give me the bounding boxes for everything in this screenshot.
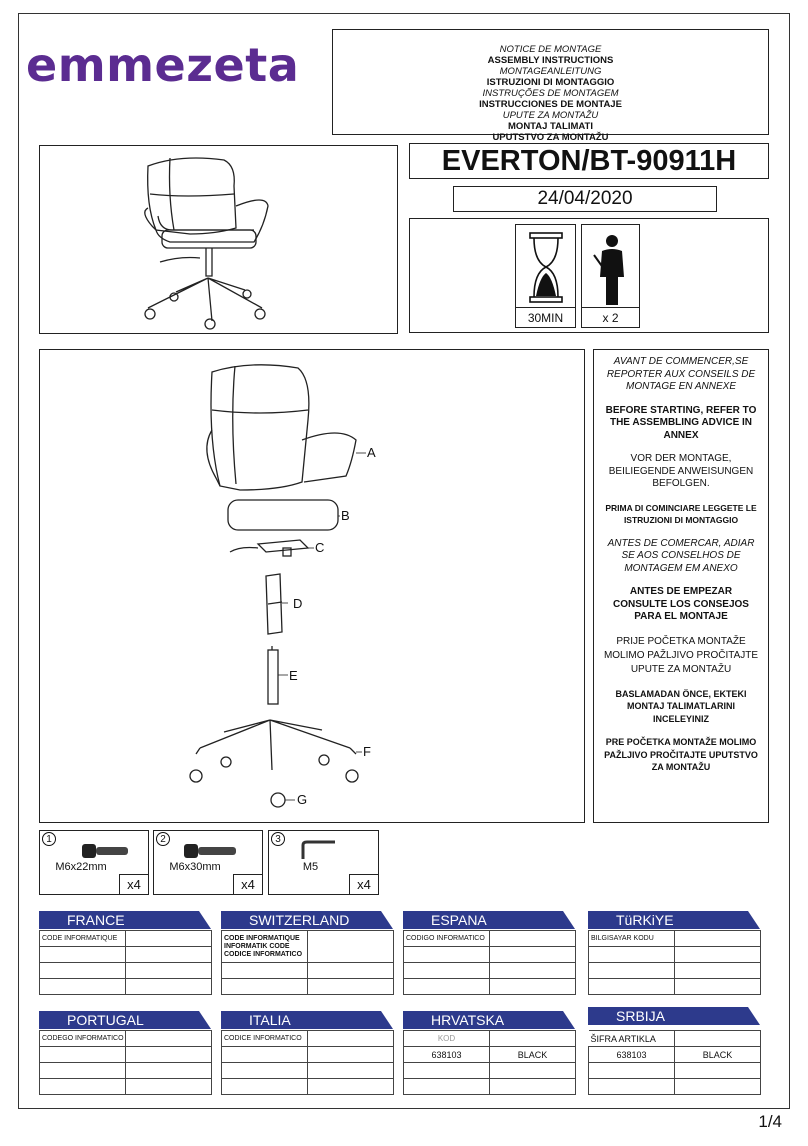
advice-en: BEFORE STARTING, REFER TO THE ASSEMBLING…	[605, 404, 757, 441]
hardware-quantity: x4	[119, 874, 148, 894]
exploded-chair-diagram	[189, 364, 366, 808]
hardware-item-1: 1 M6x22mm x4	[39, 830, 149, 895]
advice-hr: PRIJE POČETKA MONTAŽE MOLIMO PAŽLJIVO PR…	[603, 635, 759, 675]
country-tab: SWITZERLAND	[221, 911, 393, 929]
country-espana: ESPANA CODIGO INFORMATICO	[403, 911, 576, 997]
article-code: 638103	[588, 1046, 675, 1063]
hardware-item-2: 2 M6x30mm x4	[153, 830, 263, 895]
article-color: BLACK	[674, 1046, 761, 1063]
article-color: BLACK	[489, 1046, 576, 1063]
title-it: ISTRUZIONI DI MONTAGGIO	[486, 77, 615, 88]
title-fr: NOTICE DE MONTAGE	[499, 44, 602, 55]
country-portugal: PORTUGAL CODEGO INFORMATICO	[39, 1011, 212, 1097]
advice-rs: PRE POČETKA MONTAŽE MOLIMO PAŽLJIVO PROČ…	[604, 737, 758, 772]
allen-key-icon	[301, 840, 335, 859]
code-label: BILGISAYAR KODU	[588, 930, 675, 947]
brand-logo: emmezeta	[26, 38, 300, 92]
hardware-number: 1	[42, 832, 56, 846]
page-frame	[18, 13, 790, 1109]
hardware-quantity: x4	[233, 874, 262, 894]
hardware-number: 2	[156, 832, 170, 846]
persons-required: x 2	[581, 224, 640, 328]
code-label: CODIGO INFORMATICO	[403, 930, 490, 947]
exploded-view-box: A B C D E F G	[39, 349, 585, 823]
model-name: EVERTON/BT-90911H	[409, 143, 769, 179]
advice-tr: BASLAMADAN ÖNCE, EKTEKI MONTAJ TALIMATLA…	[615, 688, 747, 724]
article-code: 638103	[403, 1046, 490, 1063]
code-label: CODE INFORMATIQUE INFORMATIK CODE CODICE…	[221, 930, 308, 963]
worker-icon	[593, 235, 624, 305]
part-label-b: B	[341, 508, 350, 523]
country-tab: TüRKiYE	[588, 911, 760, 929]
revision-date: 24/04/2020	[453, 186, 717, 212]
country-tab: ESPANA	[403, 911, 575, 929]
code-label: CODICE INFORMATICO	[221, 1030, 308, 1047]
part-label-g: G	[297, 792, 308, 807]
assembly-time: 30MIN	[515, 224, 576, 328]
country-italia: ITALIA CODICE INFORMATICO	[221, 1011, 394, 1097]
part-label-a: A	[367, 445, 376, 460]
code-label: CODEGO INFORMATICO	[39, 1030, 126, 1047]
assembly-info-box: 30MIN x 2	[409, 218, 769, 333]
instruction-titles: NOTICE DE MONTAGE ASSEMBLY INSTRUCTIONS …	[332, 29, 769, 143]
assembly-advice-box: AVANT DE COMMENCER,SE REPORTER AUX CONSE…	[593, 349, 769, 823]
bolt-icon	[184, 844, 236, 858]
chair-illustration	[144, 157, 269, 330]
advice-fr: AVANT DE COMMENCER,SE REPORTER AUX CONSE…	[606, 356, 756, 392]
bolt-icon	[82, 844, 128, 858]
persons-label: x 2	[582, 307, 639, 327]
advice-pt: ANTES DE COMERCAR, ADIAR SE AOS CONSELHO…	[607, 537, 755, 574]
title-rs: UPUTSTVO ZA MONTAŽU	[492, 132, 609, 143]
assembly-time-label: 30MIN	[516, 307, 575, 327]
product-image-box	[39, 145, 398, 334]
country-turkiye: TüRKiYE BILGISAYAR KODU	[588, 911, 761, 997]
country-switzerland: SWITZERLAND CODE INFORMATIQUE INFORMATIK…	[221, 911, 394, 997]
part-label-f: F	[363, 744, 371, 759]
title-pt: INSTRUÇÕES DE MONTAGEM	[482, 88, 619, 99]
code-label: ŠIFRA ARTIKLA	[588, 1030, 675, 1047]
hardware-quantity: x4	[349, 874, 378, 894]
advice-it: PRIMA DI COMINCIARE LEGGETE LE ISTRUZION…	[605, 502, 757, 526]
hardware-item-3: 3 M5 x4	[268, 830, 379, 895]
title-de: MONTAGEANLEITUNG	[499, 66, 602, 77]
part-label-c: C	[315, 540, 325, 555]
advice-es: ANTES DE EMPEZAR CONSULTE LOS CONSEJOS P…	[613, 586, 749, 622]
country-tab: ITALIA	[221, 1011, 393, 1029]
title-hr: UPUTE ZA MONTAŽU	[502, 110, 599, 121]
part-label-e: E	[289, 668, 298, 683]
country-tab: PORTUGAL	[39, 1011, 211, 1029]
code-label: KOD	[403, 1030, 490, 1047]
title-tr: MONTAJ TALIMATI	[508, 121, 593, 132]
country-tab: HRVATSKA	[403, 1011, 575, 1029]
page-number: 1/4	[758, 1112, 782, 1131]
country-tab: FRANCE	[39, 911, 211, 929]
hardware-number: 3	[271, 832, 285, 846]
hourglass-icon	[529, 232, 563, 303]
hardware-size: M6x30mm	[169, 861, 221, 873]
title-en: ASSEMBLY INSTRUCTIONS	[487, 55, 614, 66]
hardware-size: M5	[302, 861, 319, 873]
country-tab: SRBIJA	[588, 1007, 760, 1025]
code-label: CODE INFORMATIQUE	[39, 930, 126, 947]
country-france: FRANCE CODE INFORMATIQUE	[39, 911, 212, 997]
part-label-d: D	[293, 596, 303, 611]
hardware-size: M6x22mm	[55, 861, 107, 873]
advice-de: VOR DER MONTAGE, BEILIEGENDE ANWEISUNGEN…	[608, 453, 754, 489]
title-es: INSTRUCCIONES DE MONTAJE	[479, 99, 622, 110]
